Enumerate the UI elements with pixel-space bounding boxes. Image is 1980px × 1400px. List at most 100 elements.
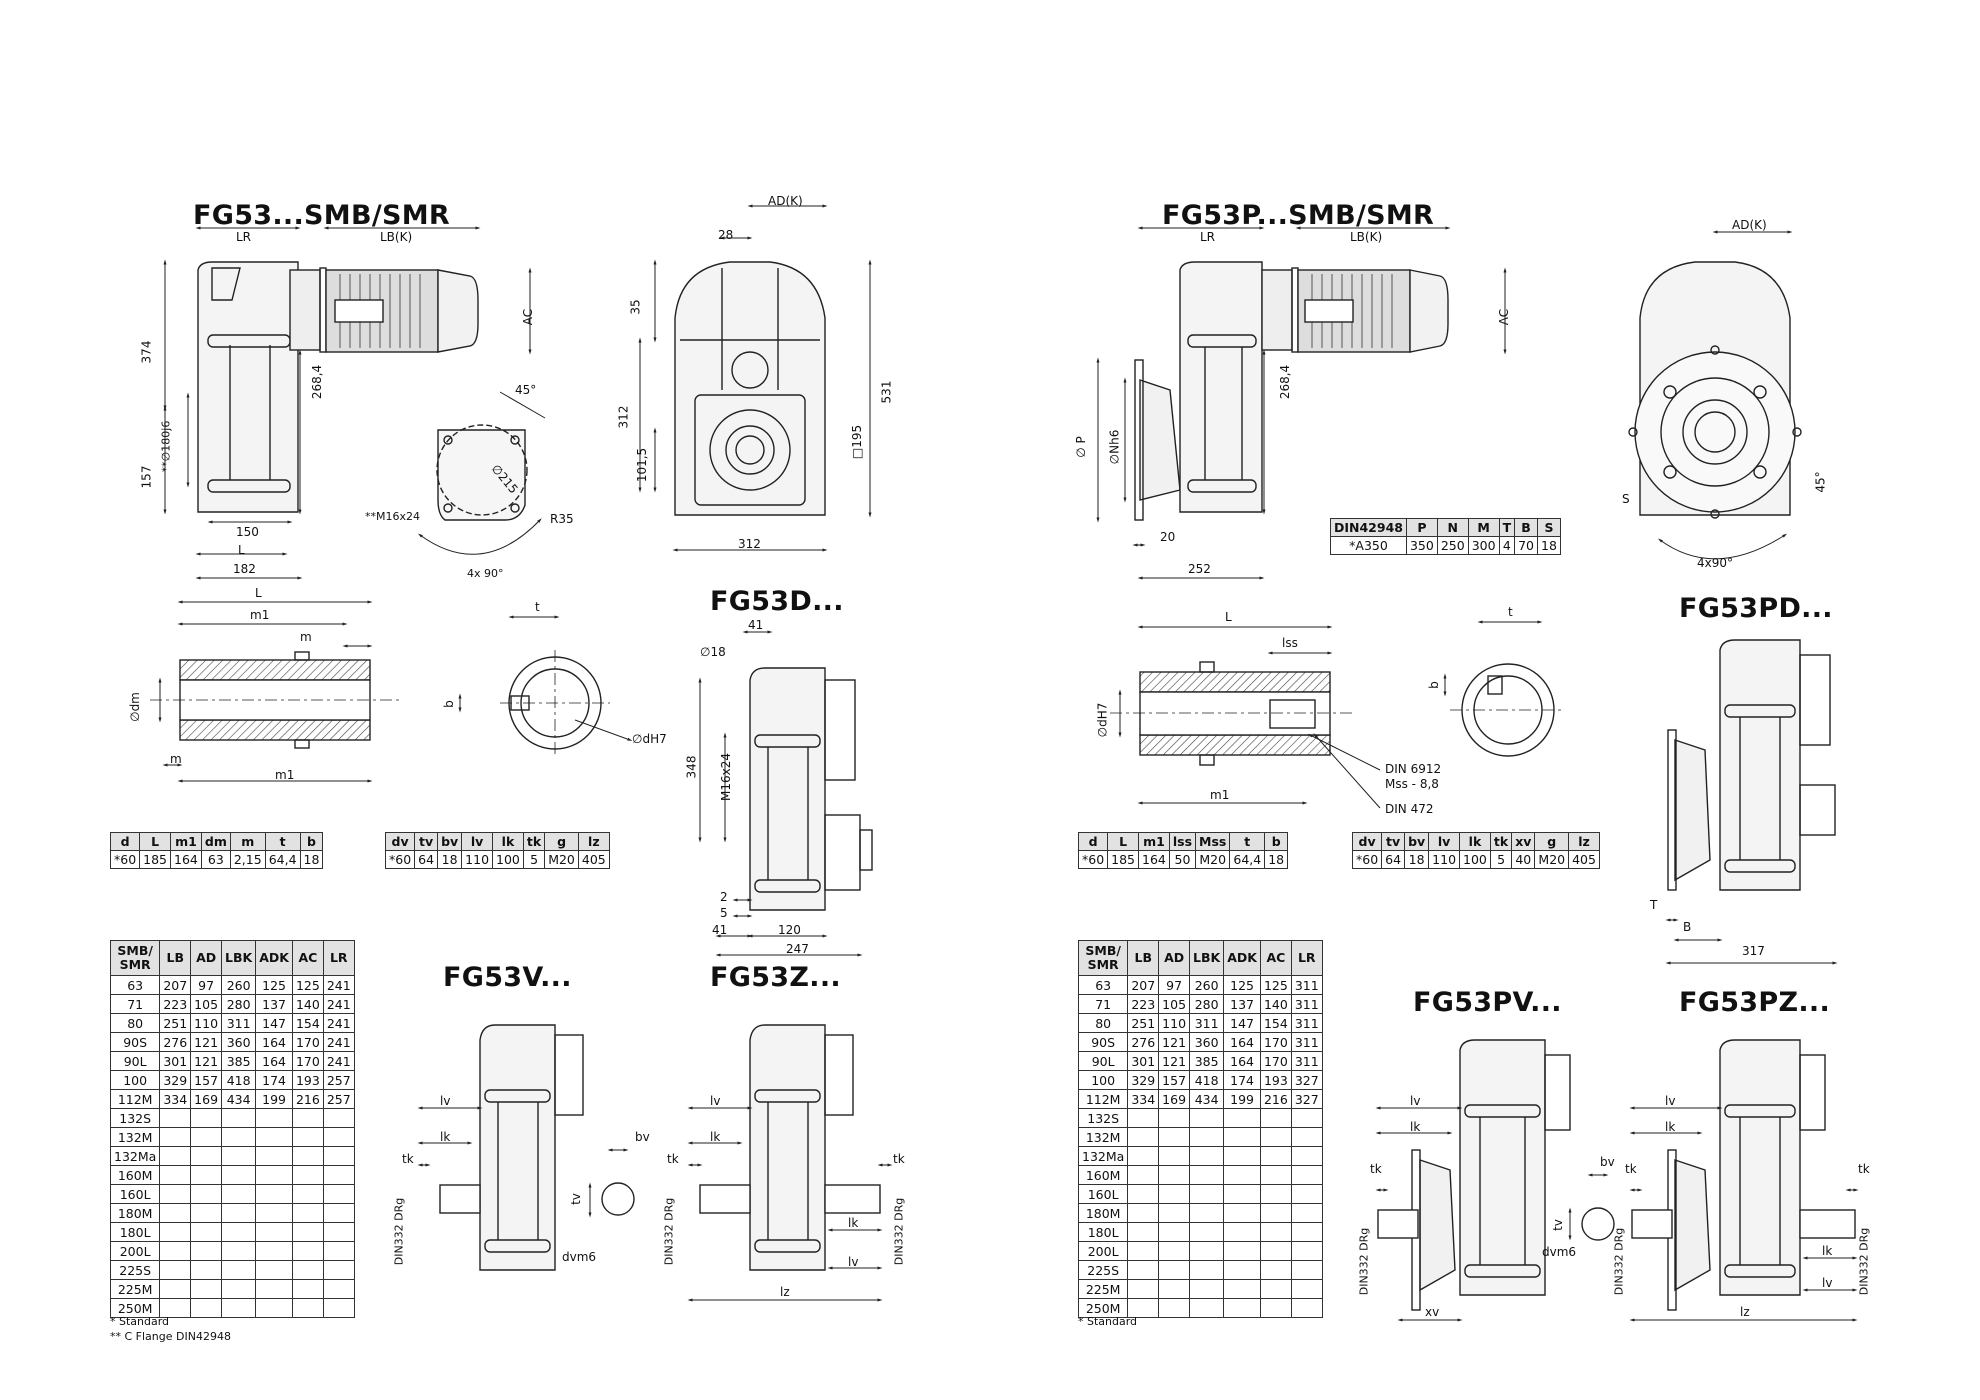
table-header-cell: g [1534,832,1570,851]
table-row: 180L [109,1222,355,1242]
table-cell [1127,1127,1160,1147]
dims-shaft-circle-left [458,615,633,741]
table-cell [291,1203,324,1223]
table-row: 200L [1077,1241,1323,1261]
dim-lbk-right: LB(K) [1350,230,1383,244]
table-cell [1290,1298,1323,1318]
table-cell [1158,1127,1191,1147]
table-header-cell: m1 [1138,832,1170,851]
dim-mss: Mss - 8,8 [1385,777,1439,791]
dim-lv-pz-right: lv [1822,1276,1833,1290]
dim-157: 157 [139,465,154,489]
table-header-cell: dv [384,832,416,851]
table-cell: 180L [109,1222,161,1242]
table-cell: 329 [159,1070,192,1090]
dim-adk-left: AD(K) [768,194,803,208]
table-cell [1290,1222,1323,1242]
dim-din332-v: DIN332 DRg [392,1197,406,1266]
table-header-cell: m1 [170,832,202,851]
dim-lk-pz-right: lk [1822,1244,1833,1258]
dim-252: 252 [1188,562,1211,576]
dim-B: B [1683,920,1692,934]
table-cell: *60 [109,850,141,869]
dim-lv-v: lv [440,1094,451,1108]
dim-20: 20 [1160,530,1176,544]
gearbox-fg53d [749,667,873,911]
dim-lk-pv: lk [1410,1120,1421,1134]
table-cell: 434 [1189,1089,1225,1109]
table-cell: 18 [1537,536,1561,555]
table-cell [1290,1146,1323,1166]
dim-lss: lss [1282,636,1298,650]
dim-lr-right: LR [1200,230,1216,244]
table-cell: 327 [1290,1070,1323,1090]
table-row: 200L [109,1241,355,1261]
table-cell: 170 [291,1051,324,1071]
table-cell: 418 [1189,1070,1225,1090]
table-cell [1223,1203,1261,1223]
table-cell [1189,1203,1225,1223]
table-cell: 251 [1127,1013,1160,1033]
dim-268: 268,4 [310,364,325,400]
table-cell: 185 [139,850,172,869]
table-cell: 250M [109,1298,161,1318]
table-header-cell: AC [1259,940,1292,976]
table-header-cell: AC [291,940,324,976]
table-cell: 164 [1138,850,1170,869]
table-cell [322,1127,355,1147]
dim-tk-z-right: tk [893,1152,905,1166]
table-cell: 4 [1498,536,1516,555]
dim-m1624: M16x24 [719,753,733,801]
dim-tv-v: tv [568,1193,583,1205]
dim-m1-top-left: m1 [250,608,270,622]
table-header-cell: Mss [1195,832,1231,851]
table-cell: 225S [1077,1260,1129,1280]
table-cell [1259,1241,1292,1261]
table-cell [1223,1298,1261,1318]
table-row: 132Ma [109,1146,355,1166]
table-cell [1189,1127,1225,1147]
table-cell [221,1279,257,1299]
table-cell: 110 [1158,1013,1191,1033]
table-cell [159,1260,192,1280]
dim-lbk-left: LB(K) [380,230,413,244]
dim-lv-pv: lv [1410,1094,1421,1108]
table-cell: 250M [1077,1298,1129,1318]
gearbox-fg53v [439,1024,635,1271]
table-cell [1223,1146,1261,1166]
table-header-cell: bv [1404,832,1430,851]
table-cell: *60 [1077,850,1109,869]
table-cell [159,1165,192,1185]
table-cell: 241 [322,994,355,1014]
table-cell [190,1165,223,1185]
table-header-cell: AD [190,940,223,976]
table-cell: 157 [190,1070,223,1090]
table-cell [1223,1222,1261,1242]
table-cell [322,1279,355,1299]
table-cell [322,1146,355,1166]
table-cell [1158,1279,1191,1299]
table-cell: 311 [1290,994,1323,1014]
table-header-cell: LB [159,940,192,976]
table-cell: 434 [221,1089,257,1109]
dim-lv-z: lv [710,1094,721,1108]
dim-312v: 312 [616,405,631,429]
dim-din6912: DIN 6912 [1385,762,1442,776]
gearbox-fg53pz [1631,1039,1856,1311]
table-cell: 125 [1259,975,1292,995]
table-cell: 180L [1077,1222,1129,1242]
table-cell: 121 [1158,1051,1191,1071]
table-cell [1189,1184,1225,1204]
table-cell [255,1165,293,1185]
title-fg53v: FG53V... [443,962,572,993]
table-cell [1158,1298,1191,1318]
table-cell: 225S [109,1260,161,1280]
